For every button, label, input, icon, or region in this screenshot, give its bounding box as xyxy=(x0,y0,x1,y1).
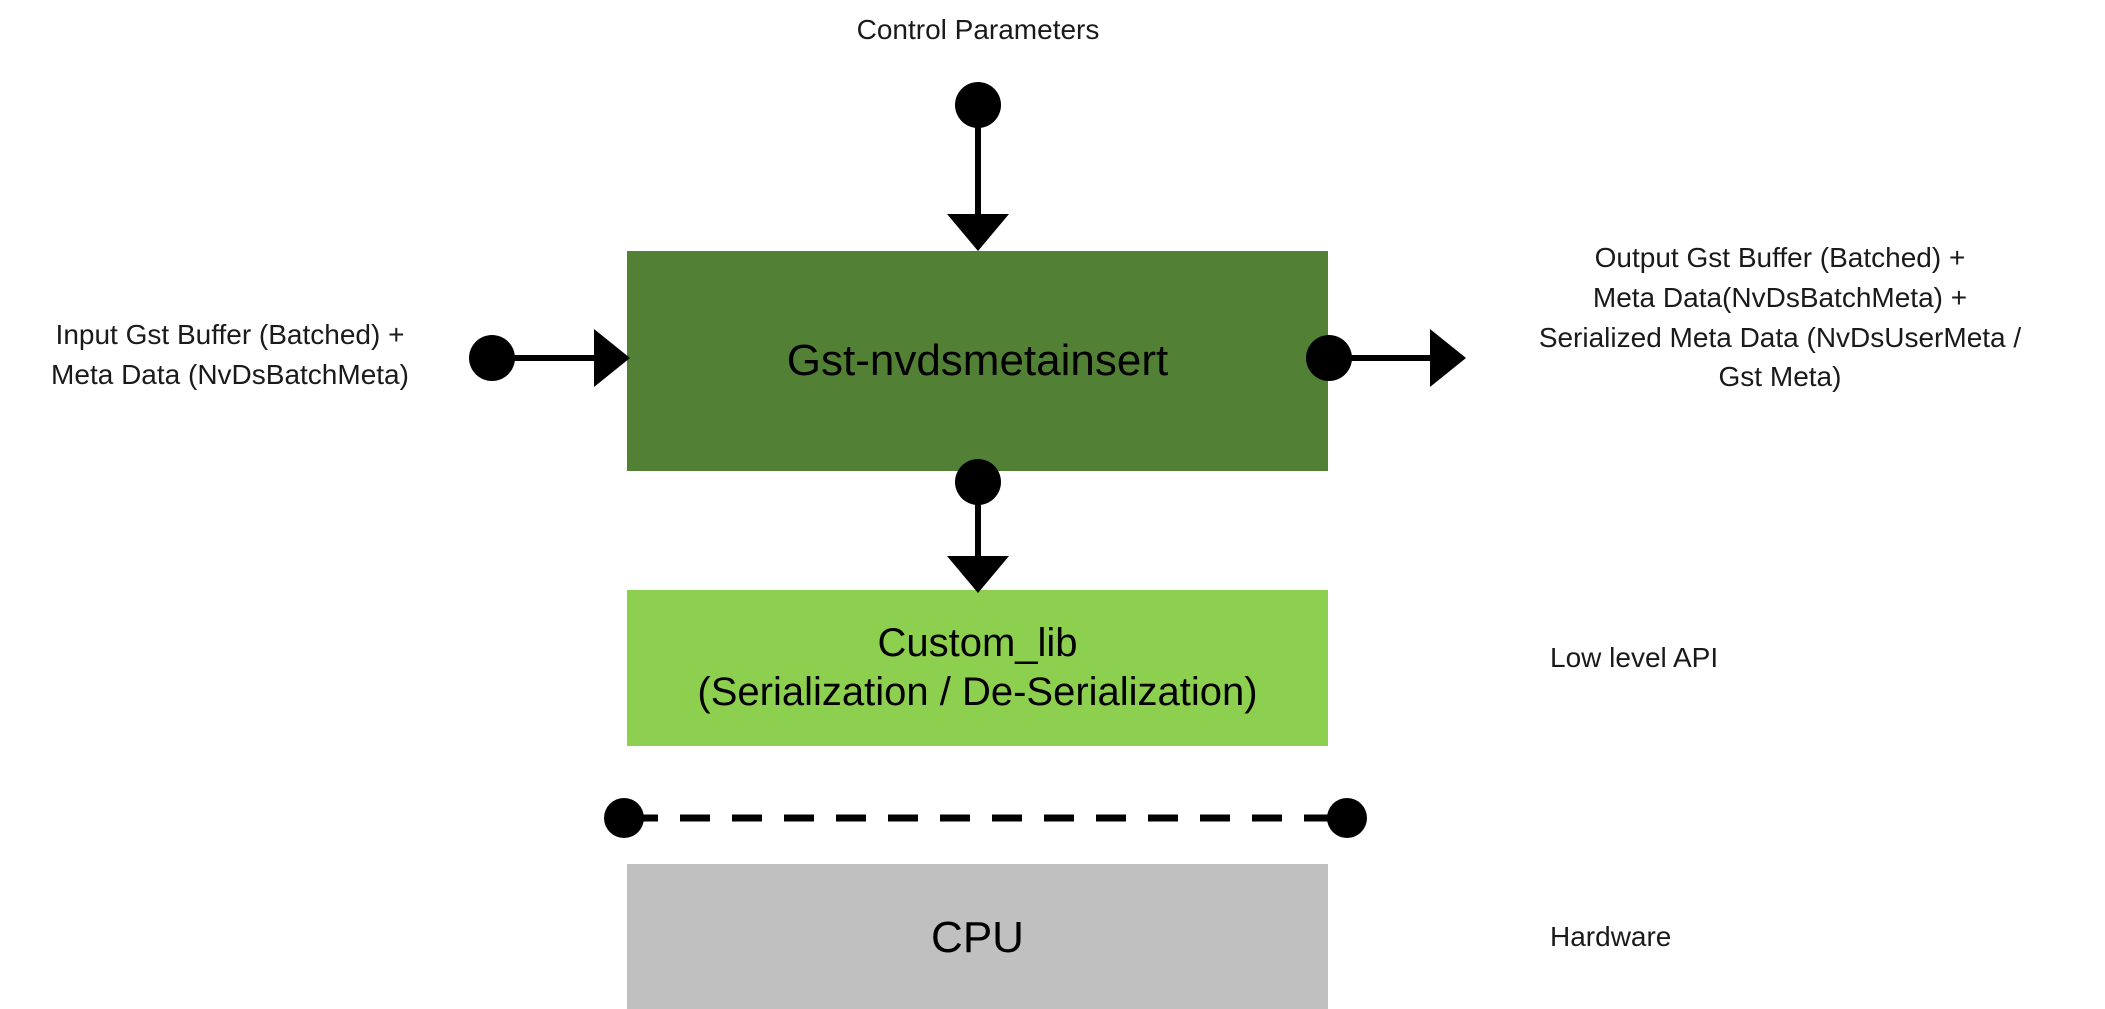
custom-lib-block-subtitle: (Serialization / De-Serialization) xyxy=(697,670,1258,714)
output-arrow-icon xyxy=(1306,329,1466,387)
gst-nvdsmetainsert-block-label: Gst-nvdsmetainsert xyxy=(786,336,1169,386)
main-to-customlib-arrow-icon xyxy=(947,459,1009,593)
hardware-boundary-line xyxy=(604,798,1367,838)
hardware-label: Hardware xyxy=(1550,921,1672,952)
cpu-block: CPU xyxy=(627,864,1328,1009)
output-buffer-label: Output Gst Buffer (Batched) + Meta Data(… xyxy=(1538,242,2022,393)
input-arrow-icon xyxy=(469,329,630,387)
control-parameters-arrow-icon xyxy=(947,82,1009,251)
gst-nvdsmetainsert-block: Gst-nvdsmetainsert xyxy=(627,251,1328,471)
custom-lib-block: Custom_lib (Serialization / De-Serializa… xyxy=(627,590,1328,746)
control-parameters-label: Control Parameters xyxy=(856,14,1100,45)
cpu-block-label: CPU xyxy=(931,913,1024,962)
input-buffer-label: Input Gst Buffer (Batched) + Meta Data (… xyxy=(51,319,409,390)
low-level-api-label: Low level API xyxy=(1550,642,1719,673)
custom-lib-block-title: Custom_lib xyxy=(877,620,1078,665)
